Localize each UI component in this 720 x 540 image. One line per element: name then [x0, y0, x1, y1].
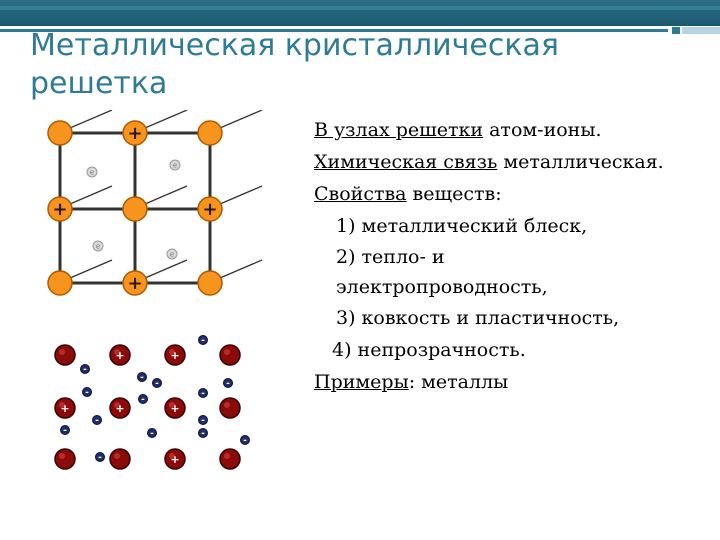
cation: [54, 344, 76, 366]
ion-node: +: [122, 270, 148, 296]
property-4: 4) непрозрачность.: [332, 339, 526, 361]
line-properties-heading: Свойства веществ:: [314, 183, 502, 205]
cation: +: [164, 397, 186, 419]
plus-sign: +: [170, 453, 179, 466]
plus-sign: +: [52, 199, 67, 220]
line-bond-type: Химическая связь металлическая.: [314, 151, 664, 173]
minus-sign: -: [201, 389, 205, 399]
svg-text:e: e: [170, 251, 174, 259]
electron-dot: e: [92, 240, 104, 252]
anion: -: [240, 435, 250, 446]
anion: -: [60, 425, 70, 436]
cation: [219, 448, 241, 470]
svg-text:e: e: [96, 243, 100, 251]
anion: -: [198, 335, 208, 346]
ion-node: [47, 270, 73, 296]
electron-dot: e: [86, 166, 98, 178]
property-2a: 2) тепло- и: [336, 246, 445, 268]
anion: -: [95, 452, 105, 463]
anion: -: [137, 372, 147, 383]
cation: [219, 344, 241, 366]
cation: +: [164, 448, 186, 470]
plus-sign: +: [170, 349, 179, 362]
ion-node: +: [122, 120, 148, 146]
anion: -: [198, 415, 208, 426]
header-bar: [0, 0, 720, 26]
property-1: 1) металлический блеск,: [336, 215, 588, 237]
cation: [109, 448, 131, 470]
minus-sign: -: [226, 379, 230, 389]
svg-text:e: e: [173, 162, 177, 170]
slide-body: В узлах решетки атом-ионы. Химическая св…: [314, 114, 720, 398]
anion: -: [198, 388, 208, 399]
plus-sign: +: [115, 402, 124, 415]
anion: -: [152, 378, 162, 389]
anion: -: [198, 428, 208, 439]
lattice-depth-lines: [69, 110, 263, 279]
minus-sign: -: [85, 388, 89, 398]
minus-sign: -: [201, 336, 205, 346]
cation: +: [109, 344, 131, 366]
header-accent-line: [0, 26, 720, 34]
plus-sign: +: [202, 199, 217, 220]
ion-node: [197, 270, 223, 296]
property-3: 3) ковкость и пластичность,: [336, 307, 620, 329]
lattice-grid: [58, 131, 212, 285]
svg-text:e: e: [90, 169, 94, 177]
property-2b: электропроводность,: [336, 276, 548, 298]
minus-sign: -: [140, 373, 144, 383]
plus-sign: +: [127, 123, 142, 144]
minus-sign: -: [150, 429, 154, 439]
slide-title: Металлическая кристаллическая решетка: [30, 28, 559, 101]
ion-node: +: [47, 196, 73, 222]
ion-node: +: [197, 196, 223, 222]
anion: -: [82, 387, 92, 398]
minus-sign: -: [141, 395, 145, 405]
cation: +: [164, 344, 186, 366]
line-examples: Примеры: металлы: [314, 371, 509, 393]
plus-sign: +: [127, 273, 142, 294]
cation: +: [109, 397, 131, 419]
line-lattice-nodes: В узлах решетки атом-ионы.: [314, 119, 602, 141]
plus-sign: +: [115, 349, 124, 362]
anion: -: [138, 394, 148, 405]
minus-sign: -: [155, 379, 159, 389]
minus-sign: -: [63, 426, 67, 436]
minus-sign: -: [95, 416, 99, 426]
crystal-lattice-diagram: e e e e + + + +: [47, 110, 263, 296]
ion-node: [47, 120, 73, 146]
anion: -: [80, 364, 90, 375]
anion: -: [92, 415, 102, 426]
ion-node: [122, 196, 148, 222]
minus-sign: -: [201, 429, 205, 439]
electron-dot: e: [169, 159, 181, 171]
minus-sign: -: [98, 453, 102, 463]
anion: -: [223, 378, 233, 389]
electron-dots: e e e e: [86, 159, 181, 260]
ion-nodes: + + + +: [47, 120, 223, 296]
electron-dot: e: [166, 248, 178, 260]
ion-field: ++++++---------------: [54, 335, 250, 470]
ion-node: [197, 120, 223, 146]
plus-sign: +: [60, 402, 69, 415]
minus-sign: -: [201, 416, 205, 426]
cation: +: [54, 397, 76, 419]
cation: [54, 448, 76, 470]
cation: [219, 397, 241, 419]
ion-field-diagram: ++++++---------------: [54, 335, 250, 470]
anion: -: [147, 428, 157, 439]
plus-sign: +: [170, 402, 179, 415]
minus-sign: -: [243, 436, 247, 446]
minus-sign: -: [83, 365, 87, 375]
